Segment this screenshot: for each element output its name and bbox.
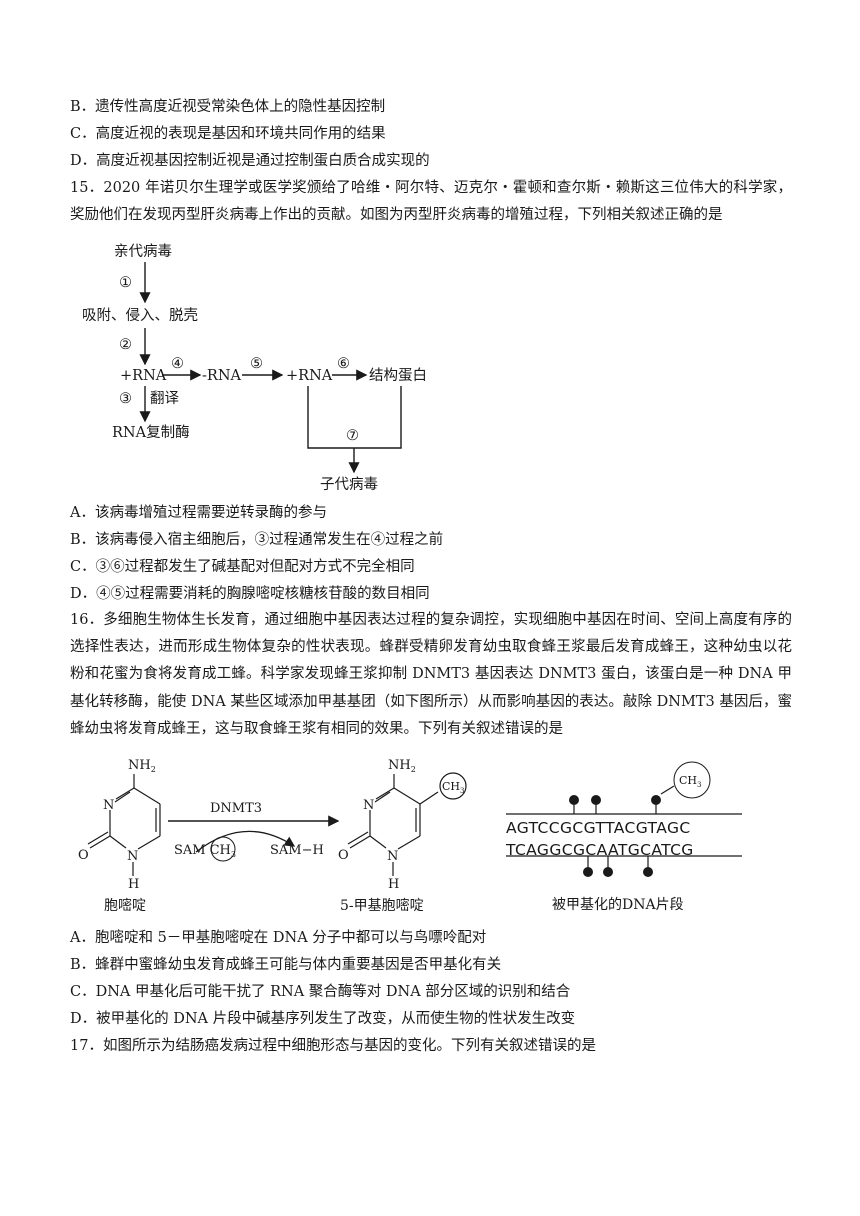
dna-fragment-label: 被甲基化的DNA片段 xyxy=(552,896,684,913)
offspring-virus-label: 子代病毒 xyxy=(320,476,378,493)
step-5-label: ⑤ xyxy=(250,356,263,372)
methylcytosine-structure: NH2 N N O H CH3 5-甲基胞嘧啶 xyxy=(338,758,467,914)
dna-bottom-strand: TCAGGCGCAATGCATCG xyxy=(505,841,694,859)
parent-virus-label: 亲代病毒 xyxy=(114,243,172,260)
minus-rna-label: -RNA xyxy=(202,368,242,384)
q15-option-d: D．④⑤过程需要消耗的胸腺嘧啶核糖核苷酸的数目相同 xyxy=(70,586,430,602)
q15-option-b: B．该病毒侵入宿主细胞后，③过程通常发生在④过程之前 xyxy=(70,532,444,548)
methylated-dna-fragment: AGTCCGCGTTACGTAGC TCAGGCGCAATGCATCG CH3 xyxy=(505,761,742,913)
q16-option-b: B．蜂群中蜜蜂幼虫发育成蜂王可能与体内重要基因是否甲基化有关 xyxy=(70,957,502,973)
svg-text:CH3: CH3 xyxy=(679,774,701,789)
svg-text:CH3: CH3 xyxy=(442,780,464,795)
step-7-label: ⑦ xyxy=(346,428,359,444)
svg-text:H: H xyxy=(128,877,139,892)
dna-methylation-figure: NH2 N N O H 胞嘧啶 DNMT3 xyxy=(78,758,742,914)
q16-option-a: A．胞嘧啶和 5－甲基胞嘧啶在 DNA 分子中都可以与鸟嘌呤配对 xyxy=(70,930,487,946)
q16-stem: 16．多细胞生物体生长发育，通过细胞中基因表达过程的复杂调控，实现细胞中基因在时… xyxy=(70,612,792,737)
q15-stem: 15．2020 年诺贝尔生理学或医学奖颁给了哈维・阿尔特、迈克尔・霍顿和查尔斯・… xyxy=(70,180,792,224)
step-2-label: ② xyxy=(119,337,132,353)
svg-text:N: N xyxy=(127,849,138,864)
methylcytosine-label: 5-甲基胞嘧啶 xyxy=(340,897,424,914)
plus-rna-2-label: +RNA xyxy=(286,368,333,384)
svg-text:O: O xyxy=(78,848,89,863)
svg-text:NH2: NH2 xyxy=(128,758,156,774)
hcv-replication-diagram: 亲代病毒 ① 吸附、侵入、脱壳 ② +RNA ④ -RNA ⑤ +RNA ⑥ 结… xyxy=(82,243,427,493)
q16-option-d: D．被甲基化的 DNA 片段中碱基序列发生了改变，从而使生物的性状发生改变 xyxy=(70,1011,576,1027)
step-1-label: ① xyxy=(119,275,132,291)
structural-protein-label: 结构蛋白 xyxy=(369,367,427,384)
q16-option-c: C．DNA 甲基化后可能干扰了 RNA 聚合酶等对 DNA 部分区域的识别和结合 xyxy=(70,984,571,1000)
svg-text:N: N xyxy=(103,798,114,813)
svg-text:O: O xyxy=(338,848,349,863)
plus-rna-label: +RNA xyxy=(120,368,167,384)
dna-top-strand: AGTCCGCGTTACGTAGC xyxy=(506,819,691,837)
svg-text:N: N xyxy=(363,798,374,813)
translate-label: 翻译 xyxy=(150,390,179,407)
q14-option-d: D．高度近视基因控制近视是通过控制蛋白质合成实现的 xyxy=(70,153,430,169)
q15-option-c: C．③⑥过程都发生了碱基配对但配对方式不完全相同 xyxy=(70,559,415,575)
sam-h-label: SAM−H xyxy=(270,843,324,858)
svg-text:N: N xyxy=(387,849,398,864)
cytosine-structure: NH2 N N O H 胞嘧啶 xyxy=(78,758,161,914)
enzyme-label: DNMT3 xyxy=(210,801,262,816)
step-3-label: ③ xyxy=(119,391,132,407)
svg-text:H: H xyxy=(388,877,399,892)
q14-option-b: B．遗传性高度近视受常染色体上的隐性基因控制 xyxy=(70,99,386,115)
step-4-label: ④ xyxy=(171,356,184,372)
adsorb-label: 吸附、侵入、脱壳 xyxy=(82,307,198,324)
q17-stem: 17．如图所示为结肠癌发病过程中细胞形态与基因的变化。下列有关叙述错误的是 xyxy=(70,1038,596,1054)
cytosine-label: 胞嘧啶 xyxy=(104,897,146,914)
q14-option-c: C．高度近视的表现是基因和环境共同作用的结果 xyxy=(70,126,386,142)
q15-option-a: A．该病毒增殖过程需要逆转录酶的参与 xyxy=(70,505,327,521)
svg-text:NH2: NH2 xyxy=(388,758,416,774)
rna-replicase-label: RNA复制酶 xyxy=(112,423,190,441)
step-6-label: ⑥ xyxy=(337,356,350,372)
